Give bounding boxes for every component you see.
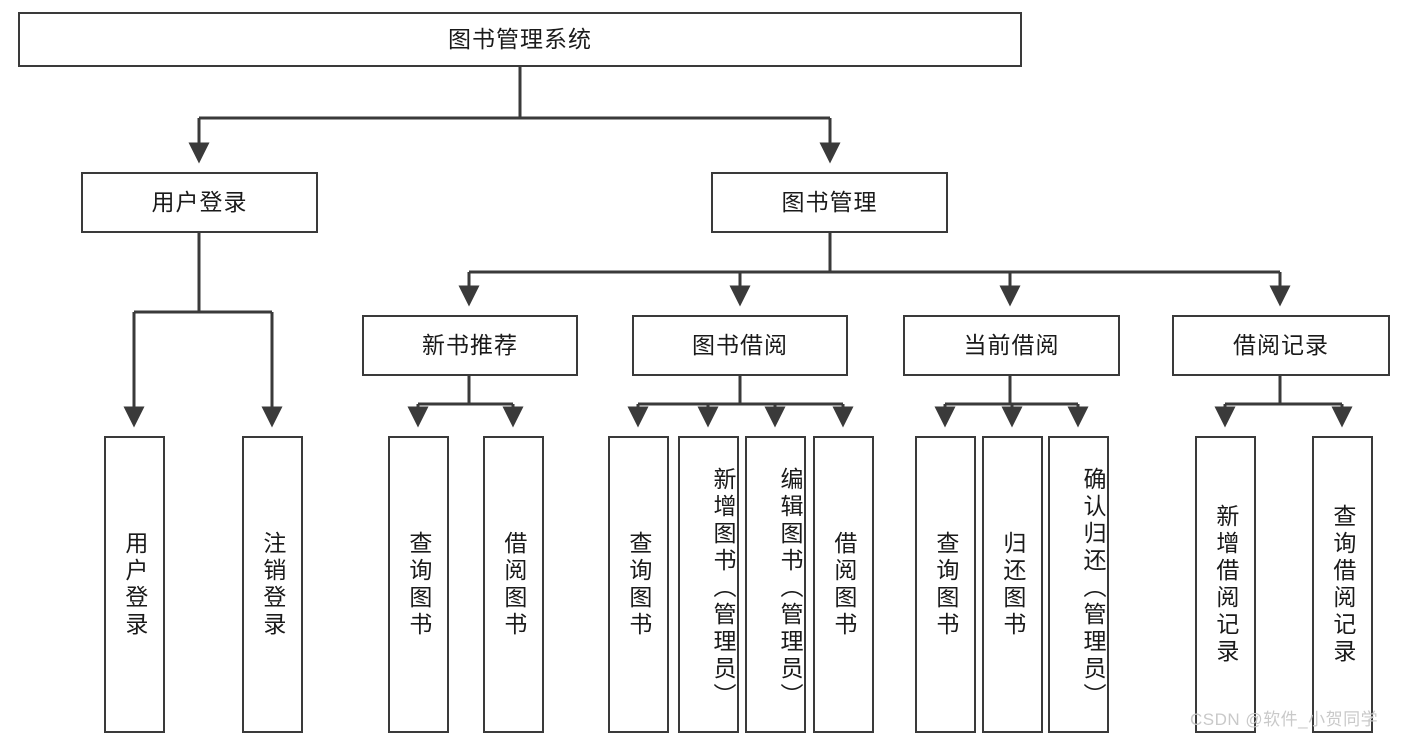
node-book-manage-label: 图书管理 — [781, 188, 878, 215]
leaf-query-book-1-label: 查询图书 — [405, 530, 432, 639]
leaf-borrow-book-1-label: 借阅图书 — [500, 530, 527, 639]
leaf-logout-label: 注销登录 — [259, 530, 286, 639]
leaf-add-book-label: 新增图书（管理员） — [710, 467, 736, 710]
leaf-query-book-2[interactable]: 查询图书 — [608, 436, 669, 733]
node-new-book-rec-label: 新书推荐 — [422, 331, 518, 358]
leaf-query-record-label: 查询借阅记录 — [1329, 503, 1356, 666]
node-current-borrow[interactable]: 当前借阅 — [903, 315, 1120, 376]
leaf-query-book-3-label: 查询图书 — [932, 530, 959, 639]
leaf-query-book-1[interactable]: 查询图书 — [388, 436, 449, 733]
leaf-confirm-return-label: 确认归还（管理员） — [1080, 467, 1106, 710]
leaf-return-book-label: 归还图书 — [999, 530, 1026, 639]
leaf-borrow-book-2-label: 借阅图书 — [830, 530, 857, 639]
leaf-edit-book-label: 编辑图书（管理员） — [777, 467, 803, 710]
leaf-add-record[interactable]: 新增借阅记录 — [1195, 436, 1256, 733]
leaf-user-login[interactable]: 用户登录 — [104, 436, 165, 733]
node-borrow-record[interactable]: 借阅记录 — [1172, 315, 1390, 376]
leaf-user-login-label: 用户登录 — [121, 530, 148, 639]
node-new-book-rec[interactable]: 新书推荐 — [362, 315, 578, 376]
leaf-query-record[interactable]: 查询借阅记录 — [1312, 436, 1373, 733]
leaf-borrow-book-1[interactable]: 借阅图书 — [483, 436, 544, 733]
node-current-borrow-label: 当前借阅 — [963, 331, 1060, 358]
node-borrow-record-label: 借阅记录 — [1233, 331, 1329, 358]
leaf-borrow-book-2[interactable]: 借阅图书 — [813, 436, 874, 733]
node-root[interactable]: 图书管理系统 — [18, 12, 1022, 67]
node-book-manage[interactable]: 图书管理 — [711, 172, 948, 233]
leaf-add-record-label: 新增借阅记录 — [1212, 503, 1239, 666]
leaf-return-book[interactable]: 归还图书 — [982, 436, 1043, 733]
node-book-borrow[interactable]: 图书借阅 — [632, 315, 848, 376]
leaf-add-book[interactable]: 新增图书（管理员） — [678, 436, 739, 733]
node-user-login-label: 用户登录 — [151, 188, 248, 215]
leaf-query-book-3[interactable]: 查询图书 — [915, 436, 976, 733]
node-user-login[interactable]: 用户登录 — [81, 172, 318, 233]
node-root-label: 图书管理系统 — [448, 25, 592, 52]
leaf-confirm-return[interactable]: 确认归还（管理员） — [1048, 436, 1109, 733]
leaf-edit-book[interactable]: 编辑图书（管理员） — [745, 436, 806, 733]
csdn-watermark: CSDN @软件_小贺同学 — [1190, 710, 1379, 729]
leaf-logout[interactable]: 注销登录 — [242, 436, 303, 733]
leaf-query-book-2-label: 查询图书 — [625, 530, 652, 639]
node-book-borrow-label: 图书借阅 — [692, 331, 788, 358]
